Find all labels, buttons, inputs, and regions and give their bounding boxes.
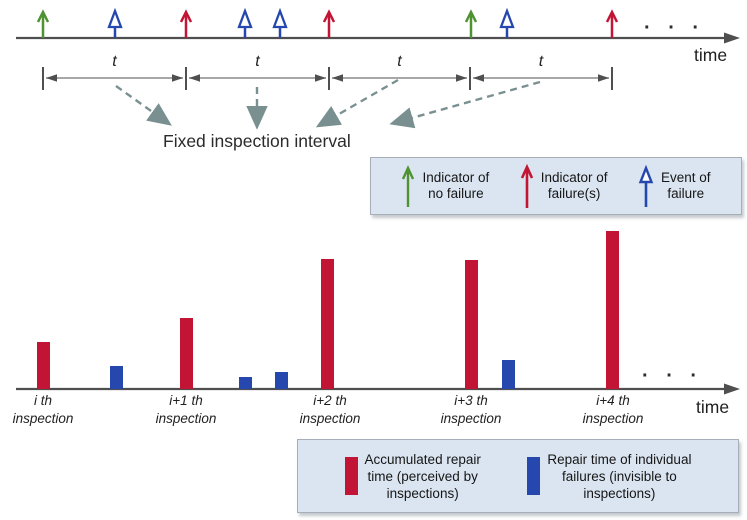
failure-event-arrow-head <box>237 7 253 29</box>
legend-line: no failure <box>428 186 484 201</box>
red-repair-bar <box>606 231 619 389</box>
legend-label: Repair time of individual failures (invi… <box>547 451 691 502</box>
blue-repair-bar <box>239 377 252 389</box>
blue-repair-bar <box>275 372 288 389</box>
legend-line: Accumulated repair <box>364 451 481 467</box>
caption-pointer-dashed-arrow <box>389 80 541 129</box>
legend-line: failure <box>667 186 705 201</box>
legend-label: Event of failure <box>661 170 711 203</box>
legend-line: time (perceived by <box>367 468 478 484</box>
legend-item-no-failure: Indicator of no failure <box>401 164 489 208</box>
top-ellipsis: · · · <box>644 17 706 39</box>
interval-arrowhead-left <box>332 74 343 82</box>
red-solid-indicator-arrow-head <box>322 9 336 23</box>
repair-time-legend: Accumulated repair time (perceived by in… <box>297 439 739 513</box>
legend-line: Indicator of <box>540 169 608 185</box>
interval-arrowhead-left <box>189 74 200 82</box>
top-time-axis-arrowhead <box>724 32 740 44</box>
red-solid-indicator-arrow-head <box>605 9 619 23</box>
interval-t-label: t <box>397 53 402 70</box>
blue-bar-swatch <box>527 457 541 495</box>
bottom-ellipsis: · · · <box>642 365 704 387</box>
red-repair-bar <box>180 318 193 389</box>
interval-arrowhead-right <box>456 74 467 82</box>
blue-open-arrow-icon <box>638 164 654 207</box>
legend-line: failure(s) <box>547 186 601 201</box>
interval-arrowhead-left <box>473 74 484 82</box>
legend-item-failure-indicator: Indicator of failure(s) <box>520 163 608 209</box>
legend-line: inspections) <box>583 485 656 501</box>
interval-arrowhead-left <box>46 74 57 82</box>
caption-pointer-dashed-arrow <box>115 85 172 126</box>
red-arrow-icon <box>520 163 533 208</box>
red-repair-bar <box>321 259 334 389</box>
red-repair-bar <box>37 342 50 389</box>
interval-t-label: t <box>255 53 260 70</box>
bottom-time-axis-arrowhead <box>724 383 740 395</box>
interval-arrowhead-right <box>315 74 326 82</box>
top-time-label: time <box>694 45 728 65</box>
green-arrow-icon <box>402 165 415 207</box>
legend-item-accumulated-repair: Accumulated repair time (perceived by in… <box>344 451 481 502</box>
interval-arrowhead-right <box>172 74 183 82</box>
interval-arrowhead-right <box>598 74 609 82</box>
legend-item-failure-event: Event of failure <box>638 164 711 208</box>
legend-label: Indicator of failure(s) <box>541 170 608 203</box>
failure-event-arrow-head <box>499 7 515 29</box>
legend-label: Indicator of no failure <box>422 170 489 203</box>
legend-line: failures (invisible to <box>562 468 677 484</box>
legend-item-individual-repair: Repair time of individual failures (invi… <box>527 451 691 502</box>
indicator-legend: Indicator of no failure Indicator of fai… <box>370 157 742 215</box>
red-solid-indicator-arrow-head <box>179 9 193 23</box>
green-solid-indicator-arrow-head <box>464 9 478 23</box>
failure-event-arrow-head <box>272 7 288 29</box>
blue-repair-bar <box>502 360 515 389</box>
fixed-inspection-interval-caption: Fixed inspection interval <box>163 131 351 151</box>
legend-line: Repair time of individual <box>547 451 692 467</box>
red-repair-bar <box>465 260 478 389</box>
interval-t-label: t <box>538 53 544 70</box>
failure-event-arrow-head <box>107 7 123 29</box>
legend-label: Accumulated repair time (perceived by in… <box>365 451 481 502</box>
caption-pointer-dashed-arrow <box>315 78 399 128</box>
legend-line: Event of <box>661 169 711 185</box>
green-solid-indicator-arrow-head <box>36 9 50 23</box>
interval-t-label: t <box>112 53 117 70</box>
legend-line: Indicator of <box>422 169 490 185</box>
red-bar-swatch <box>344 457 358 495</box>
legend-line: inspections) <box>386 485 459 501</box>
bottom-time-label: time <box>696 397 730 417</box>
blue-repair-bar <box>110 366 123 389</box>
